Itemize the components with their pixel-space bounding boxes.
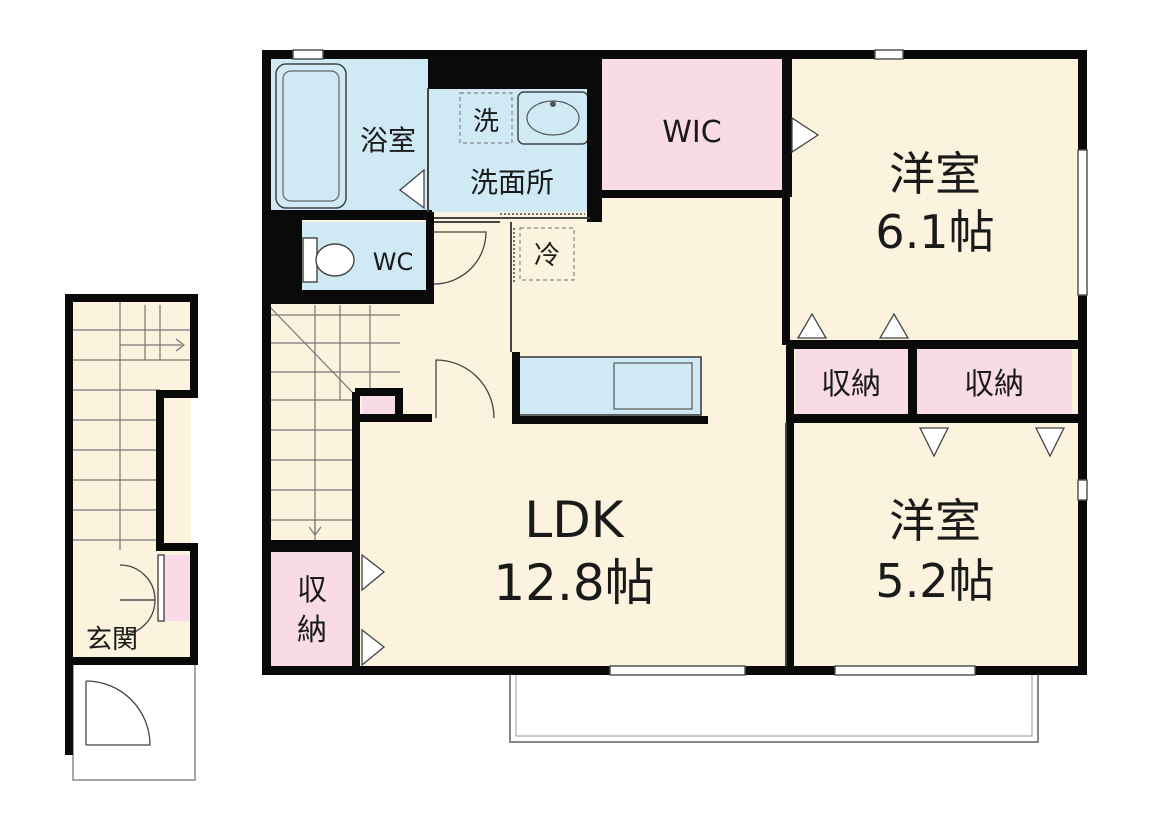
- storage-c-floor: [268, 552, 356, 666]
- entrance-porch: [72, 665, 196, 781]
- washbasin: [517, 91, 589, 145]
- kitchen-counter: [517, 356, 702, 416]
- thin-walls: [427, 88, 787, 666]
- wic-label: WIC: [662, 115, 721, 150]
- washer-label: 洗: [473, 107, 499, 137]
- storage-a-label: 収納: [821, 367, 881, 402]
- ldk-size: 12.8帖: [493, 554, 654, 612]
- wic-floor: [600, 57, 786, 193]
- kitchen-sink: [613, 362, 693, 410]
- washer-space: [459, 92, 513, 144]
- ldk-name: LDK: [524, 491, 624, 549]
- upper-stairs: [267, 304, 400, 540]
- fridge-label: 冷: [534, 241, 560, 271]
- storage-b-floor: [916, 345, 1072, 417]
- toilet-tank: [302, 237, 318, 283]
- washroom-label: 洗面所: [470, 166, 554, 199]
- closet-doors: [361, 116, 1066, 667]
- stair-closet-floor: [362, 392, 400, 418]
- lower-stairs: [71, 300, 190, 550]
- balcony-inner: [515, 675, 1033, 737]
- balcony: [509, 675, 1039, 743]
- fridge-space: [519, 227, 575, 281]
- western2-name: 洋室: [889, 494, 981, 548]
- western1-name: 洋室: [889, 147, 981, 201]
- western1-size: 6.1帖: [875, 205, 994, 259]
- storage-c-label-2: 納: [297, 613, 327, 648]
- door-swings: [85, 231, 495, 746]
- storage-a-floor: [795, 345, 908, 417]
- bath-label: 浴室: [360, 124, 416, 157]
- bathtub-inner: [282, 70, 340, 202]
- porch-wall: [65, 665, 73, 755]
- entrance-label: 玄関: [86, 625, 138, 655]
- wc-label: WC: [373, 248, 414, 276]
- sliding-doors: [500, 213, 585, 282]
- storage-c-label-1: 収: [297, 573, 327, 608]
- windows: [157, 49, 1088, 676]
- toilet-bowl: [315, 243, 355, 277]
- western2-size: 5.2帖: [875, 554, 994, 608]
- storage-b-label: 収納: [964, 367, 1024, 402]
- washbasin-tap: [550, 101, 556, 107]
- bathtub: [275, 63, 347, 209]
